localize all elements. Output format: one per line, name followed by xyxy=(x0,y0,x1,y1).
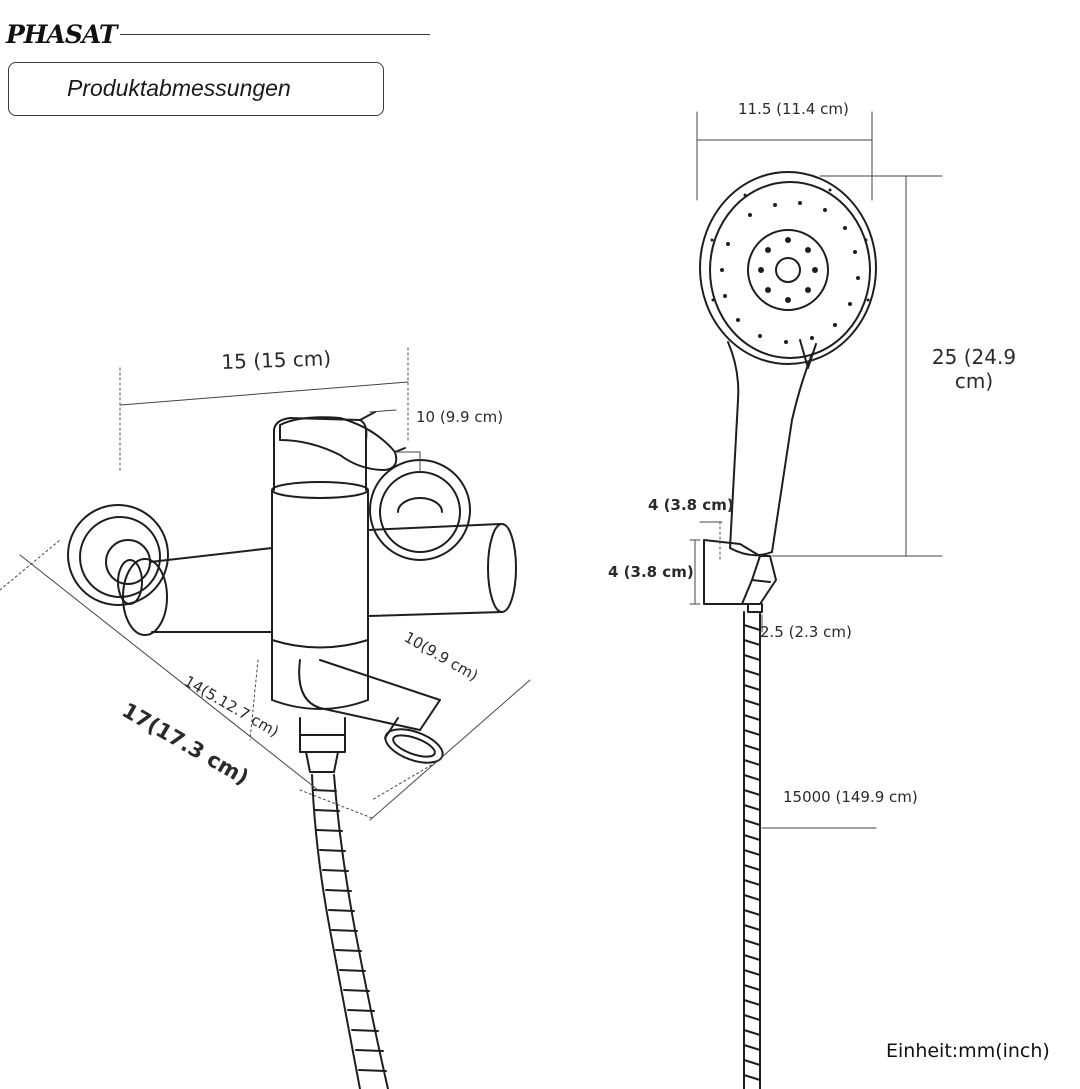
shower-head-drawing xyxy=(699,171,877,557)
shower-hose-drawing xyxy=(743,611,761,1089)
shower-bracket-drawing xyxy=(703,539,777,613)
faucet-depth-label: 10 (9.9 cm) xyxy=(416,408,504,426)
shower-head-width-label: 11.5 (11.4 cm) xyxy=(738,100,849,118)
shower-dimension-lines xyxy=(689,111,943,829)
title-box: Produktabmessungen xyxy=(8,62,384,116)
shower-length-label: 25 (24.9 cm) xyxy=(931,345,1017,393)
bracket-width-label: 4 (3.8 cm) xyxy=(648,496,734,514)
hose-length-label: 15000 (149.9 cm) xyxy=(783,788,918,806)
brand-logo: PHASAT xyxy=(6,20,118,49)
bracket-height-label: 4 (3.8 cm) xyxy=(608,563,694,581)
page-title: Produktabmessungen xyxy=(67,75,291,101)
bracket-depth-label: 2.5 (2.3 cm) xyxy=(760,623,852,641)
faucet-dimension-lines xyxy=(0,347,531,821)
faucet-width-label: 15 (15 cm) xyxy=(221,346,332,374)
header-rule xyxy=(120,34,430,35)
unit-note: Einheit:mm(inch) xyxy=(886,1040,1050,1062)
faucet-drawing xyxy=(67,411,517,1089)
